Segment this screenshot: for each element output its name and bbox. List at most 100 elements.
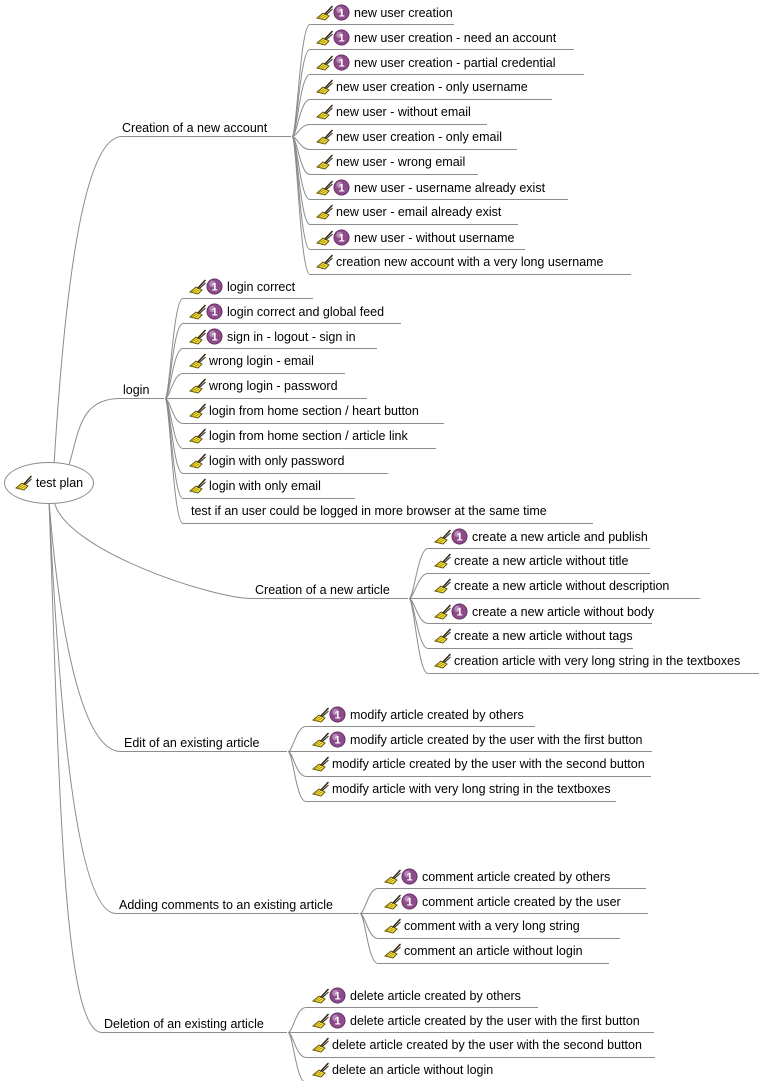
root-node[interactable]: test plan: [4, 462, 94, 504]
leaf-item[interactable]: login from home section / heart button: [189, 403, 419, 419]
leaf-item[interactable]: delete article created by the user with …: [312, 1037, 642, 1053]
leaf-item[interactable]: login from home section / article link: [189, 428, 408, 444]
leaf-item[interactable]: 1 new user - without username: [316, 229, 515, 246]
leaf-label: sign in - logout - sign in: [227, 329, 356, 344]
leaf-label: new user - without email: [336, 105, 471, 119]
branch-login[interactable]: login: [123, 383, 150, 397]
svg-text:1: 1: [456, 532, 462, 544]
leaf-item[interactable]: wrong login - email: [189, 353, 314, 369]
svg-text:1: 1: [334, 991, 340, 1003]
leaf-item[interactable]: create a new article without tags: [434, 628, 633, 644]
leaf-connector: [359, 913, 379, 964]
leaf-label: delete article created by others: [350, 988, 521, 1003]
leaf-connector: [287, 751, 307, 777]
leaf-item[interactable]: modify article with very long string in …: [312, 781, 611, 797]
broom-icon: [316, 30, 334, 46]
priority-1-icon: 1: [329, 706, 346, 723]
leaf-item[interactable]: 1 modify article created by others: [312, 706, 524, 723]
leaf-item[interactable]: new user - email already exist: [316, 204, 501, 220]
branch-add-comments[interactable]: Adding comments to an existing article: [119, 898, 333, 912]
leaf-label: new user - wrong email: [336, 155, 466, 169]
broom-icon: [434, 553, 452, 569]
leaf-item[interactable]: creation article with very long string i…: [434, 653, 740, 669]
leaf-connector: [408, 573, 429, 599]
branch-edit-article[interactable]: Edit of an existing article: [124, 736, 260, 750]
leaf-label: new user - email already exist: [336, 205, 502, 219]
leaf-item[interactable]: 1 sign in - logout - sign in: [189, 328, 356, 345]
leaf-item[interactable]: 1 login correct and global feed: [189, 303, 384, 320]
leaf-item[interactable]: comment with a very long string: [384, 918, 580, 934]
priority-1-icon: 1: [333, 54, 350, 71]
branch-delete-article[interactable]: Deletion of an existing article: [104, 1017, 264, 1031]
broom-icon: [312, 756, 330, 772]
leaf-item[interactable]: 1 delete article created by the user wit…: [312, 1012, 640, 1029]
leaf-label: new user - username already exist: [354, 180, 546, 195]
leaf-label: new user creation - only username: [336, 80, 528, 94]
leaf-label: login from home section / heart button: [209, 404, 419, 418]
leaf-item[interactable]: 1 comment article created by others: [384, 868, 610, 885]
leaf-item[interactable]: 1 new user creation - partial credential: [316, 54, 556, 71]
leaf-item[interactable]: wrong login - password: [189, 378, 338, 394]
leaf-item[interactable]: test if an user could be logged in more …: [189, 503, 547, 519]
broom-icon: [434, 604, 452, 620]
leaf-connector: [408, 598, 429, 674]
leaf-connector: [287, 1032, 305, 1081]
leaf-label: modify article created by the user with …: [332, 757, 645, 771]
leaf-item[interactable]: login with only email: [189, 478, 321, 494]
priority-1-icon: 1: [401, 893, 418, 910]
branch-new-account[interactable]: Creation of a new account: [122, 121, 268, 135]
svg-text:1: 1: [406, 897, 412, 909]
leaf-label: login with only email: [209, 479, 321, 493]
branch-connector: [48, 500, 117, 914]
leaf-item[interactable]: 1 create a new article without body: [434, 603, 654, 620]
leaf-connector: [287, 1007, 307, 1033]
svg-text:1: 1: [338, 33, 344, 45]
leaf-item[interactable]: create a new article without description: [434, 578, 669, 594]
priority-1-icon: 1: [206, 278, 223, 295]
broom-icon: [316, 79, 334, 95]
broom-icon: [189, 453, 207, 469]
svg-text:1: 1: [338, 58, 344, 70]
leaf-item[interactable]: new user - without email: [316, 104, 471, 120]
leaf-item[interactable]: delete an article without login: [312, 1062, 493, 1078]
leaf-item[interactable]: 1 comment article created by the user: [384, 893, 621, 910]
svg-text:1: 1: [456, 607, 462, 619]
leaf-label: wrong login - password: [209, 379, 338, 393]
branch-connector: [68, 398, 121, 466]
leaf-item[interactable]: 1 login correct: [189, 278, 295, 295]
broom-icon: [312, 1062, 330, 1078]
leaf-label: new user creation - only email: [336, 130, 503, 144]
broom-icon: [312, 988, 330, 1004]
broom-icon: [316, 254, 334, 270]
leaf-label: comment article created by the user: [422, 894, 621, 909]
leaf-item[interactable]: creation new account with a very long us…: [316, 254, 604, 270]
broom-icon: [189, 378, 207, 394]
leaf-item[interactable]: new user creation - only username: [316, 79, 528, 95]
broom-icon: [189, 403, 207, 419]
branch-new-article[interactable]: Creation of a new article: [255, 583, 390, 597]
leaf-label: new user - without username: [354, 230, 515, 245]
leaf-item[interactable]: comment an article without login: [384, 943, 583, 959]
leaf-item[interactable]: 1 create a new article and publish: [434, 528, 648, 545]
leaf-item[interactable]: 1 modify article created by the user wit…: [312, 731, 643, 748]
broom-icon: [312, 1037, 330, 1053]
leaf-label: create a new article without body: [472, 604, 655, 619]
broom-icon: [316, 104, 334, 120]
leaf-label: modify article created by the user with …: [350, 732, 643, 747]
priority-1-icon: 1: [329, 1012, 346, 1029]
leaf-item[interactable]: new user - wrong email: [316, 154, 465, 170]
leaf-item[interactable]: login with only password: [189, 453, 345, 469]
leaf-item[interactable]: modify article created by the user with …: [312, 756, 645, 772]
leaf-item[interactable]: create a new article without title: [434, 553, 628, 569]
svg-text:1: 1: [211, 307, 217, 319]
leaf-item[interactable]: 1 new user creation: [316, 4, 453, 21]
leaf-connector: [164, 373, 184, 399]
svg-text:1: 1: [334, 735, 340, 747]
leaf-item[interactable]: 1 delete article created by others: [312, 987, 521, 1004]
leaf-item[interactable]: new user creation - only email: [316, 129, 502, 145]
priority-1-icon: 1: [329, 987, 346, 1004]
leaf-label: login correct and global feed: [227, 304, 385, 319]
leaf-label: delete article created by the user with …: [350, 1013, 640, 1028]
leaf-item[interactable]: 1 new user - username already exist: [316, 179, 545, 196]
leaf-item[interactable]: 1 new user creation - need an account: [316, 29, 556, 46]
